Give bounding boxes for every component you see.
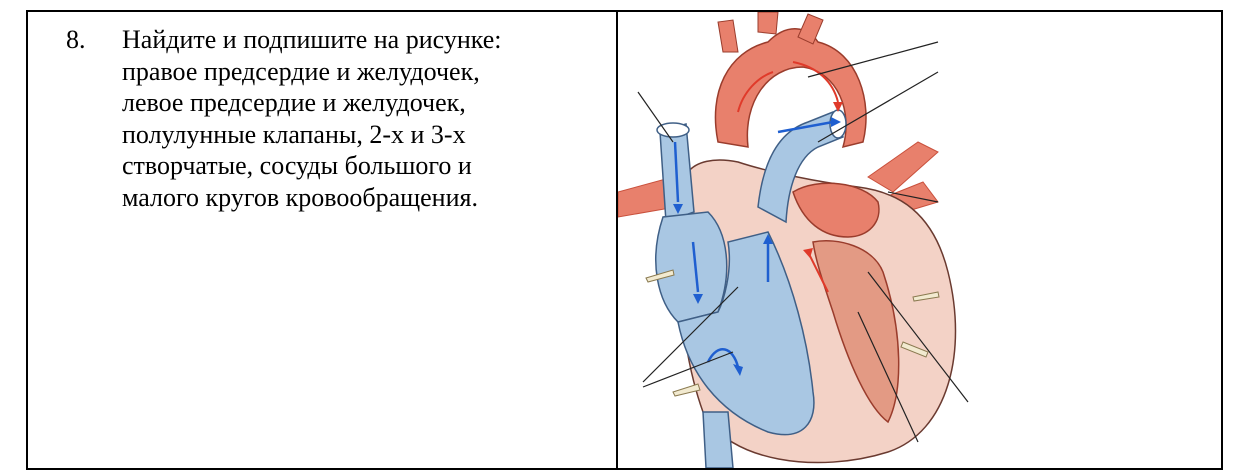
task-text: 8. Найдите и подпишите на рисунке: право… [66,24,606,213]
right-pulmonary-vessel-upper [868,142,938,192]
figure-cell [617,11,1222,469]
worksheet-table: 8. Найдите и подпишите на рисунке: право… [26,10,1223,470]
right-atrium [656,212,727,322]
aortic-branch-2 [758,12,778,34]
task-line: полулунные клапаны, 2-х и 3-х [66,119,606,151]
task-line: Найдите и подпишите на рисунке: [66,24,606,56]
task-cell: 8. Найдите и подпишите на рисунке: право… [27,11,617,469]
task-line: левое предсердие и желудочек, [66,87,606,119]
inferior-vena-cava [703,412,733,468]
aortic-branch-1 [718,20,738,52]
task-line: створчатые, сосуды большого и [66,150,606,182]
task-number: 8. [66,24,86,56]
task-line: малого кругов кровообращения. [66,182,606,214]
task-line: правое предсердие и желудочек, [66,56,606,88]
heart-diagram [618,12,1221,468]
